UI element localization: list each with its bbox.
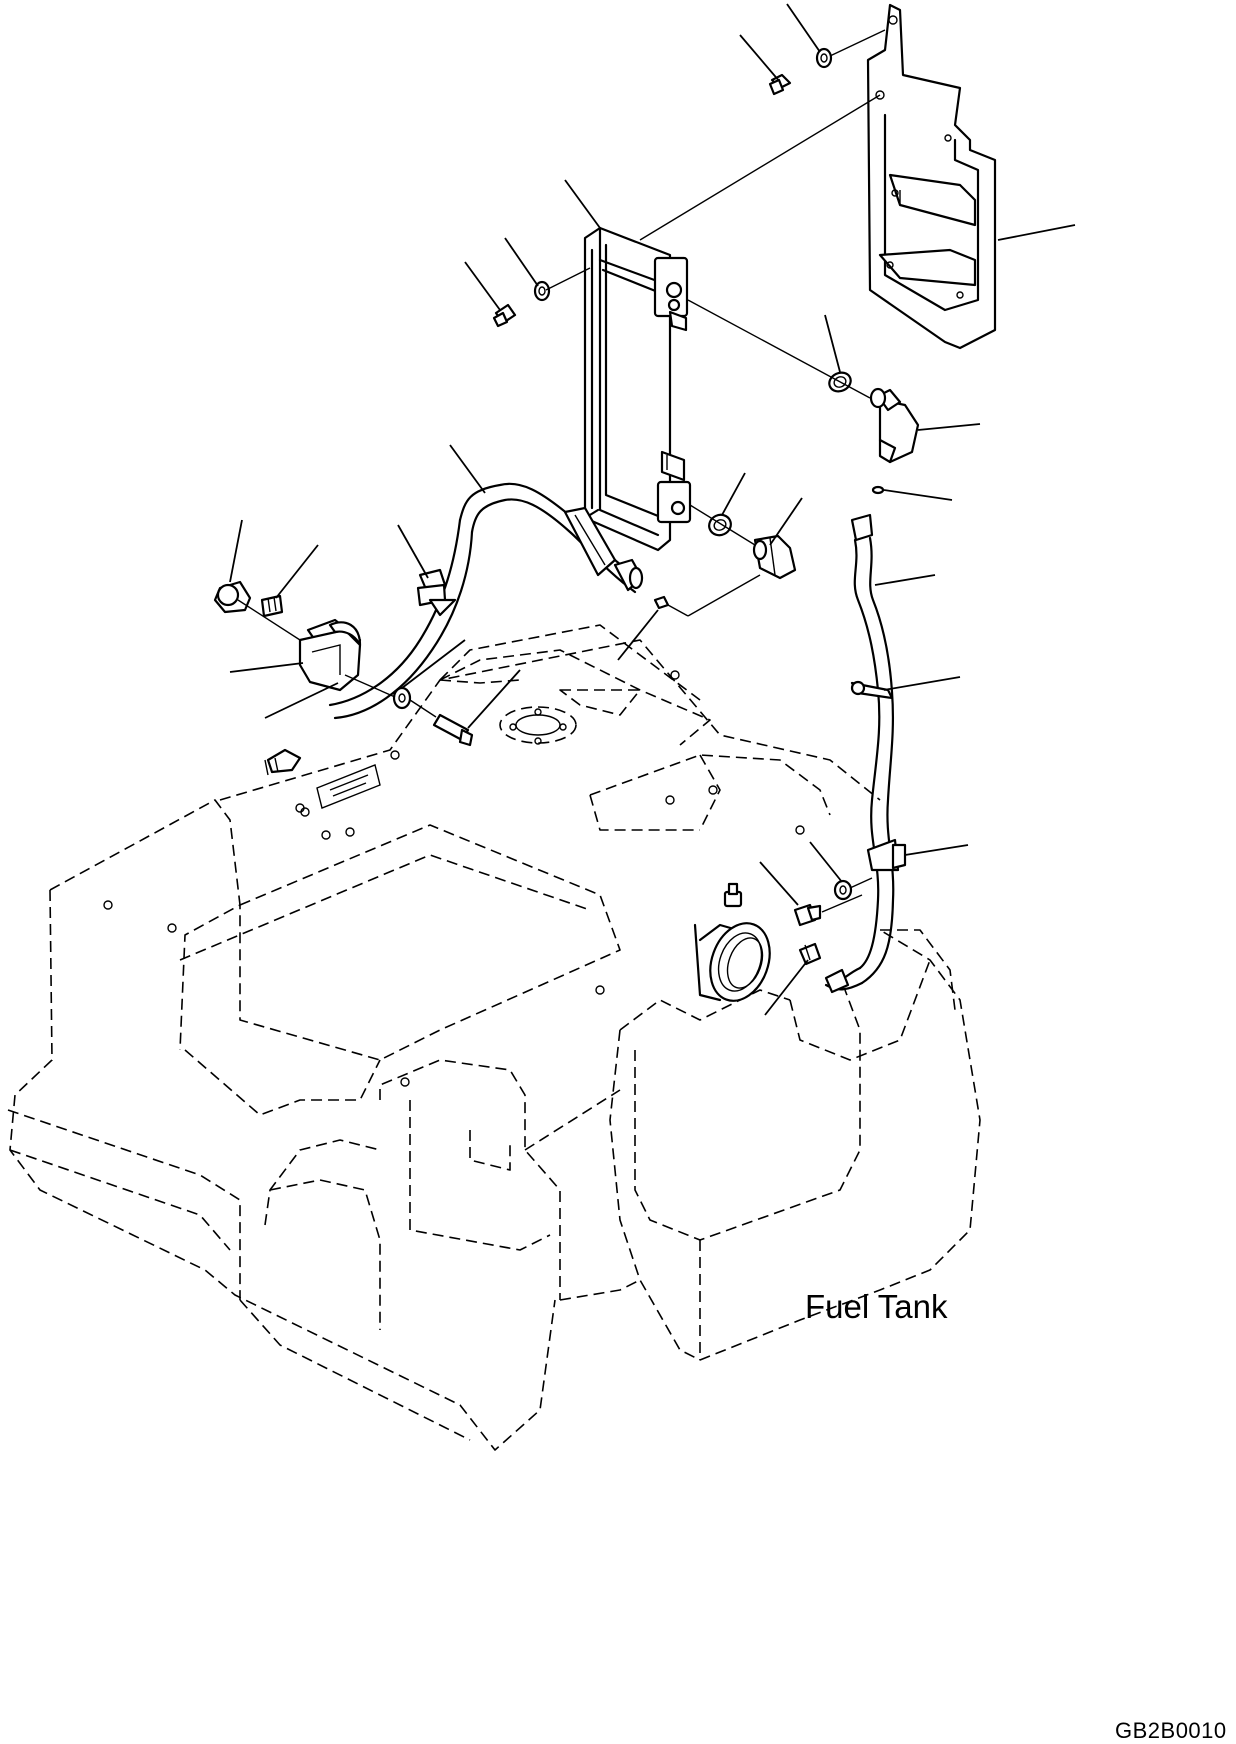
fuel-inlet-pipe bbox=[693, 882, 771, 1002]
washer-top-plate bbox=[815, 47, 833, 69]
supply-hose bbox=[824, 513, 907, 994]
level-sensor-connector bbox=[264, 748, 302, 776]
washer-left bbox=[392, 686, 412, 710]
bolt-top-plate bbox=[768, 73, 792, 96]
small-o-ring bbox=[871, 485, 885, 495]
tank-top-plate bbox=[300, 649, 711, 817]
hose-end-fitting bbox=[298, 618, 362, 692]
fuel-cooler bbox=[583, 226, 692, 552]
washer-right bbox=[833, 879, 853, 901]
plug-nut bbox=[653, 595, 670, 610]
fuel-tank-label: Fuel Tank bbox=[805, 1288, 948, 1325]
washer-cooler bbox=[533, 280, 551, 302]
leader-lines bbox=[229, 3, 1076, 1016]
tank-rear-bracket bbox=[589, 754, 831, 831]
figure-code: GB2B0010 bbox=[1115, 1718, 1227, 1743]
elbow-fitting-lower bbox=[752, 534, 797, 580]
elbow-fitting-upper bbox=[869, 387, 920, 464]
clip bbox=[260, 594, 284, 618]
bolt-right bbox=[793, 903, 822, 927]
fuel-tank-outline bbox=[7, 624, 981, 1451]
bolt-cooler bbox=[492, 303, 517, 328]
o-ring-lower bbox=[708, 513, 732, 537]
sleeve bbox=[213, 580, 252, 614]
long-bolt bbox=[432, 713, 474, 747]
mounting-plate bbox=[866, 3, 997, 350]
clip-right bbox=[798, 942, 822, 966]
